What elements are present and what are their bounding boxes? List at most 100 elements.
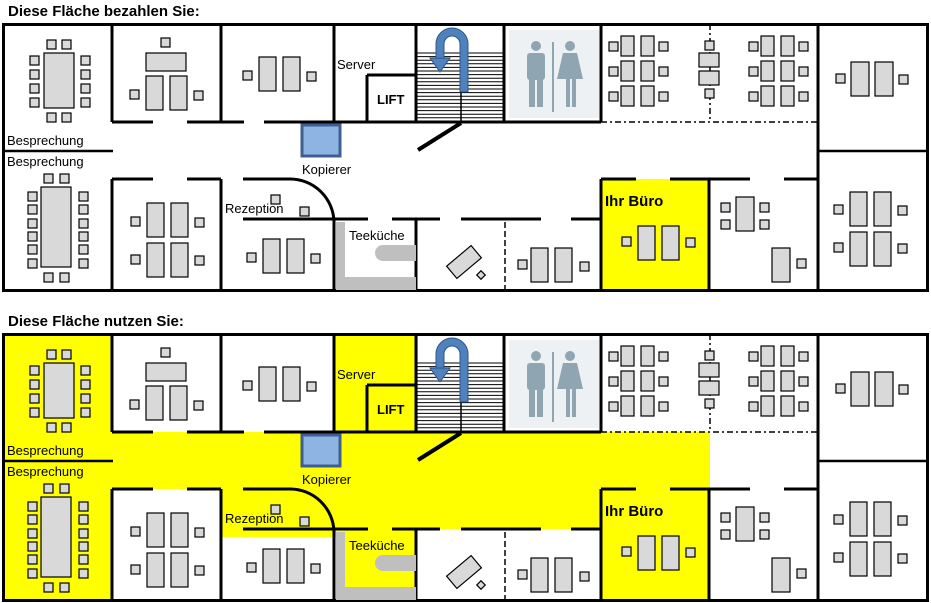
chair [835, 383, 846, 394]
desk [620, 60, 635, 82]
desk [780, 370, 795, 392]
chair [835, 73, 846, 84]
chair [78, 501, 89, 512]
chair [704, 398, 715, 409]
desk [43, 52, 75, 109]
stairs-arrow-icon [435, 27, 469, 93]
chair [299, 516, 310, 527]
desk [145, 52, 187, 72]
chair [475, 269, 487, 281]
chair [27, 554, 38, 565]
chair [720, 529, 731, 540]
chair [43, 173, 54, 184]
man-leg [529, 79, 535, 107]
chair [608, 66, 619, 77]
desk [780, 395, 795, 417]
desk [262, 238, 281, 274]
chair [29, 393, 40, 404]
chair [80, 83, 91, 94]
chair [43, 272, 54, 283]
chair [759, 219, 770, 230]
reception-counter [289, 177, 336, 223]
desk [640, 345, 655, 367]
chair [80, 55, 91, 66]
chair [748, 401, 759, 412]
kitchen-counter [336, 532, 416, 600]
desk [554, 557, 573, 593]
desk [445, 554, 483, 590]
desk [145, 75, 164, 111]
chair [80, 97, 91, 108]
heading-used-area: Diese Fläche nutzen Sie: [8, 313, 184, 330]
chair [130, 254, 141, 265]
man-head [531, 351, 541, 361]
desk [530, 557, 549, 593]
copier-icon [300, 123, 342, 158]
chair [61, 422, 72, 433]
chair [46, 39, 57, 50]
desk [873, 231, 892, 267]
chair [833, 552, 844, 563]
chair [194, 255, 205, 266]
woman-body [557, 53, 583, 79]
desk [780, 85, 795, 107]
kitchen-sink [375, 245, 416, 261]
desk [530, 247, 549, 283]
restroom-divider [552, 42, 554, 112]
chair [46, 112, 57, 123]
desk [698, 52, 720, 68]
desk [170, 242, 189, 278]
desk [850, 61, 870, 97]
chair [242, 380, 253, 391]
chair [129, 399, 140, 410]
chair [130, 564, 141, 575]
desk [760, 85, 775, 107]
chair [59, 483, 70, 494]
chair [704, 40, 715, 51]
woman-head [565, 351, 575, 361]
chair [658, 376, 669, 387]
desk [850, 371, 870, 407]
desk [760, 370, 775, 392]
chair [608, 351, 619, 362]
chair [29, 55, 40, 66]
chair [193, 90, 204, 101]
chair [748, 351, 759, 362]
chair [27, 244, 38, 255]
chair [78, 568, 89, 579]
chair [658, 351, 669, 362]
kitchen-counter [336, 222, 416, 290]
stair-door [416, 431, 463, 462]
desk [771, 247, 791, 283]
desk [258, 366, 277, 402]
desk [760, 35, 775, 57]
chair [299, 206, 310, 217]
chair [246, 252, 257, 263]
chair [194, 217, 205, 228]
chair [748, 41, 759, 52]
chair [310, 253, 321, 264]
chair [80, 407, 91, 418]
desk [170, 512, 189, 548]
chair [78, 244, 89, 255]
labels: BesprechungBesprechungServerLIFTKopierer… [7, 57, 663, 243]
chair [720, 512, 731, 523]
chair [798, 66, 809, 77]
woman-leg [566, 389, 570, 417]
chair [748, 376, 759, 387]
desk [445, 244, 483, 280]
chair [685, 237, 696, 248]
room-label: Kopierer [302, 162, 352, 177]
room-label: Kopierer [302, 472, 352, 487]
chair [759, 202, 770, 213]
restroom-divider [552, 352, 554, 422]
chair [658, 41, 669, 52]
desk [637, 225, 656, 261]
desk [262, 548, 281, 584]
chair [29, 83, 40, 94]
chair [29, 365, 40, 376]
desk [873, 501, 892, 537]
chair [748, 66, 759, 77]
stairs-arrow-icon [435, 337, 469, 403]
restroom-icon [509, 340, 599, 428]
